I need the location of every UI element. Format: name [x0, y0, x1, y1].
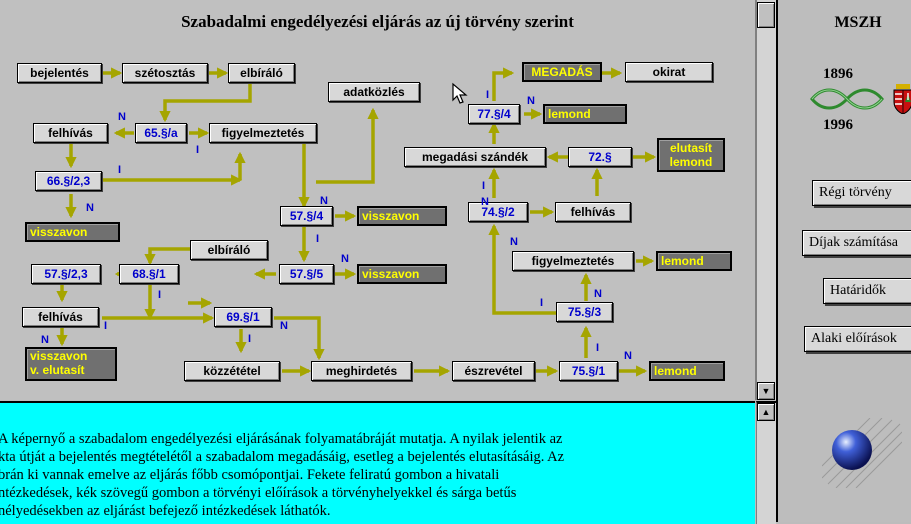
description-line: ntézkedések, kék szövegű gombon a törvén… [0, 485, 517, 501]
mark-n: N [510, 236, 518, 248]
mark-i: I [540, 297, 544, 309]
law-77-4-button[interactable]: 77.§/4 [468, 104, 520, 124]
scroll-thumb[interactable] [757, 2, 775, 28]
mark-i: I [248, 333, 252, 345]
lemond-label-3: lemond [649, 361, 725, 381]
visszavon-label-3: visszavon [357, 264, 447, 284]
mark-n: N [280, 320, 288, 332]
figyelmeztetes-button-2[interactable]: figyelmeztetés [512, 251, 634, 271]
felhivas-button-2[interactable]: felhívás [555, 202, 631, 222]
hungarian-coat-of-arms-icon [893, 84, 911, 114]
scroll-down-button[interactable]: ▼ [757, 382, 775, 400]
mark-n: N [41, 334, 49, 346]
description-scrollbar[interactable]: ▲ [756, 401, 776, 524]
law-75-1-button[interactable]: 75.§/1 [559, 361, 618, 381]
felhivas-button-3[interactable]: felhívás [22, 307, 99, 327]
visszavon-label-1: visszavon [357, 206, 447, 226]
visszavon-text: visszavon [30, 349, 88, 363]
flowchart-area: Szabadalmi engedélyezési eljárás az új t… [17, 0, 756, 400]
mark-n: N [481, 196, 489, 208]
visszavon-elutasit-label: visszavon v. elutasít [25, 347, 117, 381]
lemond-label-1: lemond [543, 104, 627, 124]
szetosztas-button[interactable]: szétosztás [122, 63, 208, 83]
law-74-2-button[interactable]: 74.§/2 [468, 202, 528, 222]
meghirdetes-button[interactable]: meghirdetés [311, 361, 412, 381]
visszavon-label-2: visszavon [25, 222, 120, 242]
law-72-button[interactable]: 72.§ [568, 147, 632, 167]
mark-i: I [104, 320, 108, 332]
regi-torveny-button[interactable]: Régi törvény [812, 180, 911, 206]
mark-i: I [316, 233, 320, 245]
megadas-label: MEGADÁS [522, 62, 602, 82]
mark-n: N [320, 195, 328, 207]
elutasit-lemond-label: elutasít lemond [657, 138, 725, 172]
description-line: nélyedésekben az eljárást befejező intéz… [0, 503, 331, 519]
mark-i: I [596, 342, 600, 354]
mark-i: I [482, 180, 486, 192]
description-line: kta útját a bejelentés megtételétől a sz… [0, 449, 565, 465]
law-68-1-button[interactable]: 68.§/1 [119, 264, 179, 284]
mark-n: N [86, 202, 94, 214]
figyelmeztetes-button-1[interactable]: figyelmeztetés [209, 123, 317, 143]
law-66-2-3-button[interactable]: 66.§/2,3 [35, 171, 102, 191]
side-header: MSZH [834, 14, 882, 31]
law-57-2-3-button[interactable]: 57.§/2,3 [31, 264, 101, 284]
arrow-down-icon: ▼ [761, 386, 771, 396]
law-57-5-button[interactable]: 57.§/5 [279, 264, 334, 284]
okirat-button[interactable]: okirat [625, 62, 713, 82]
globe-icon [822, 418, 902, 488]
felhivas-button-1[interactable]: felhívás [33, 123, 108, 143]
hand-cursor-icon [452, 82, 468, 104]
year-end: 1996 [823, 117, 853, 133]
diagram-scrollbar[interactable]: ▼ [756, 0, 776, 400]
infinity-ribbon-icon [810, 88, 884, 110]
flow-arrows [56, 67, 657, 377]
elbiralo-button-top[interactable]: elbíráló [228, 63, 295, 83]
mark-i: I [486, 89, 490, 101]
mark-n: N [594, 288, 602, 300]
law-75-3-button[interactable]: 75.§/3 [556, 302, 613, 322]
mark-i: I [196, 144, 200, 156]
law-57-4-button[interactable]: 57.§/4 [280, 206, 333, 226]
lemond-text: lemond [669, 155, 713, 169]
flowchart-title: Szabadalmi engedélyezési eljárás az új t… [181, 12, 574, 31]
mark-i: I [118, 164, 122, 176]
law-69-1-button[interactable]: 69.§/1 [214, 307, 272, 327]
bejelentes-button[interactable]: bejelentés [17, 63, 102, 83]
mark-n: N [624, 350, 632, 362]
side-panel: MSZH 1896 1996 Régi törvény Díjak számít… [776, 0, 911, 522]
elbiralo-button-mid[interactable]: elbíráló [190, 240, 268, 260]
year-start: 1896 [823, 66, 853, 82]
elutasit-text: elutasít [669, 141, 712, 155]
adatkozles-button[interactable]: adatközlés [328, 82, 420, 102]
law-65-a-button[interactable]: 65.§/a [135, 123, 187, 143]
description-line: brán ki vannak emelve az eljárás főbb cs… [0, 467, 500, 483]
alaki-eloirasok-button[interactable]: Alaki előírások [804, 326, 911, 352]
mark-n: N [527, 95, 535, 107]
kozzetetel-button[interactable]: közzététel [184, 361, 280, 381]
eszrevetel-button[interactable]: észrevétel [452, 361, 535, 381]
arrow-up-icon: ▲ [761, 407, 771, 417]
dijak-szamitasa-button[interactable]: Díjak számítása [802, 230, 911, 256]
description-line: A képernyő a szabadalom engedélyezési el… [0, 431, 563, 447]
mark-i: I [158, 289, 162, 301]
mark-n: N [118, 111, 126, 123]
description-panel: A képernyő a szabadalom engedélyezési el… [0, 401, 755, 524]
lemond-label-2: lemond [656, 251, 732, 271]
megadasi-szandek-button[interactable]: megadási szándék [404, 147, 546, 167]
hataridok-button[interactable]: Határidők [823, 278, 911, 304]
v-elutasit-text: v. elutasít [30, 363, 85, 377]
mark-n: N [341, 253, 349, 265]
description-text: A képernyő a szabadalom engedélyezési el… [0, 430, 736, 520]
scroll-up-button[interactable]: ▲ [757, 403, 775, 421]
